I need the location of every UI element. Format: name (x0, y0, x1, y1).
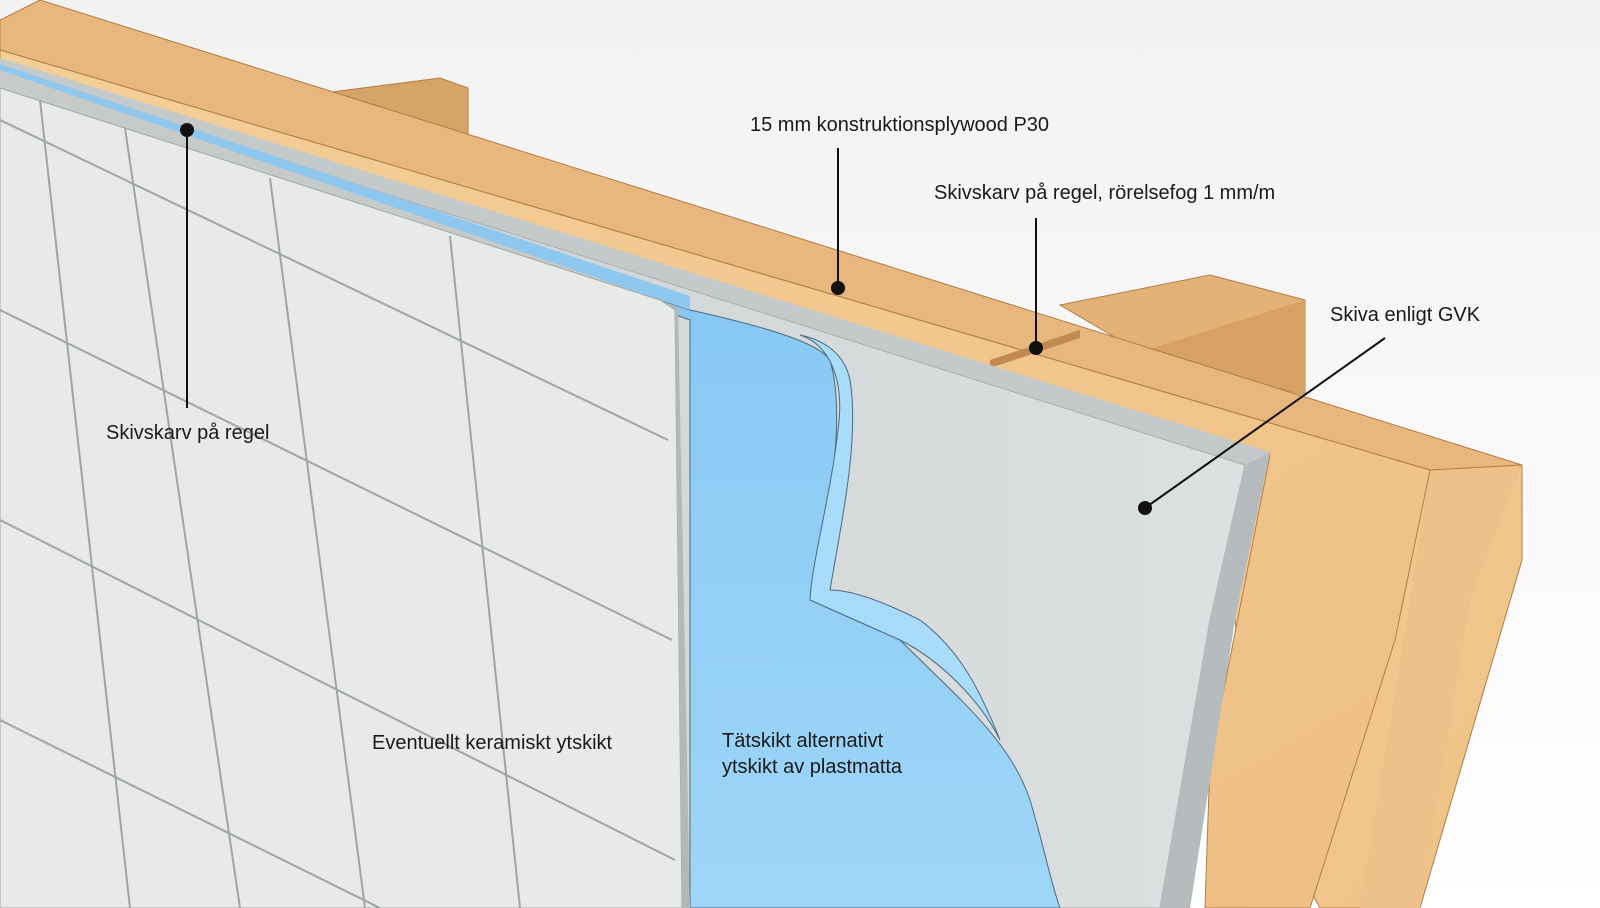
tile-side-edge (660, 300, 690, 908)
label-plywood: 15 mm konstruktionsplywood P30 (750, 114, 1050, 136)
tile-top-edge (0, 70, 678, 308)
dot-plywood (831, 281, 845, 295)
board-top-edge (0, 58, 1270, 465)
label-skivskarv-movement-joint: Skivskarv på regel, rörelsefog 1 mm/m (934, 182, 1276, 204)
stud-front-side (1360, 465, 1522, 908)
stud-right-shade (1140, 300, 1305, 395)
membrane-curl (799, 334, 1001, 741)
dot-skivskarv-movement (1029, 341, 1043, 355)
membrane-top-strip (0, 64, 690, 310)
label-membrane-line2: ytskikt av plastmatta (722, 756, 903, 778)
label-membrane: Tätskikt alternativt ytskikt av plastmat… (722, 728, 942, 780)
board-side-edge (1160, 452, 1270, 908)
label-membrane-line1: Tätskikt alternativt (722, 730, 884, 752)
tile-grout (0, 99, 676, 908)
label-skivskarv-regel: Skivskarv på regel (106, 422, 270, 444)
membrane-layer (0, 64, 1061, 908)
label-skiva-gvk: Skiva enligt GVK (1330, 304, 1481, 326)
dot-skivskarv-regel (180, 123, 194, 137)
callout-leaders (180, 123, 1386, 515)
dot-skiva-gvk (1138, 501, 1152, 515)
leader-skiva-gvk (1144, 337, 1386, 509)
tile-layer (0, 70, 690, 908)
plywood-top-edge (0, 0, 1523, 471)
label-ceramic-surface: Eventuellt keramiskt ytskikt (372, 732, 613, 754)
